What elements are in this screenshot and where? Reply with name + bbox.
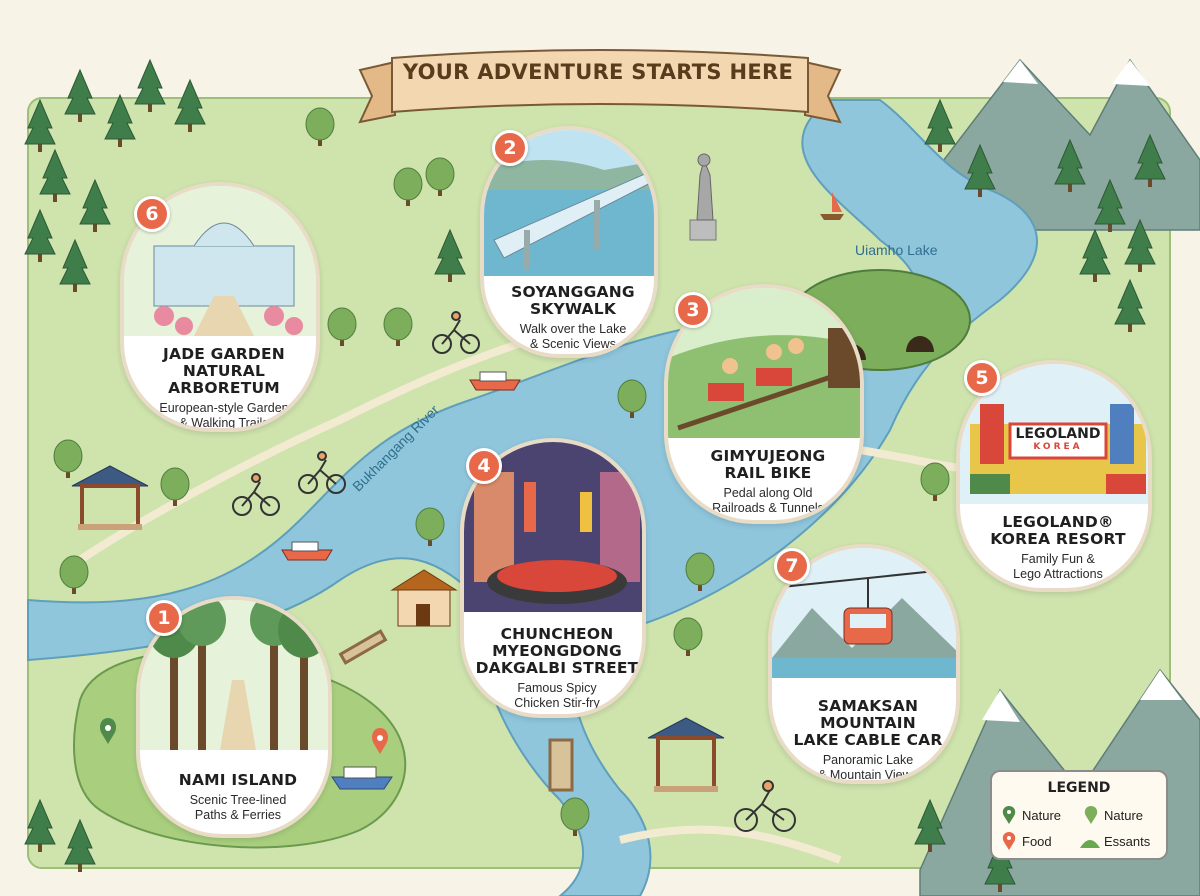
statue	[689, 153, 717, 241]
banner-title: YOUR ADVENTURE STARTS HERE	[402, 60, 794, 84]
pavilion-south	[647, 717, 725, 792]
legend: LEGEND Nature Nature Food Essants	[990, 770, 1168, 860]
attraction-label: CHUNCHEON MYEONGDONG DAKGALBI STREET Fam…	[468, 625, 642, 711]
red-pin-icon	[1002, 832, 1016, 850]
banner	[358, 49, 842, 124]
lake-label: Uiamho Lake	[855, 242, 938, 258]
attraction-label: GIMYUJEONG RAIL BIKE Pedal along Old Rai…	[676, 448, 860, 516]
attraction-number-badge: 7	[774, 548, 810, 584]
attraction-desc: Family Fun & Lego Attractions	[1013, 552, 1103, 581]
attraction-desc: Famous Spicy Chicken Stir-fry	[514, 681, 600, 710]
legend-title: LEGEND	[1047, 780, 1111, 796]
green-hill-icon	[1080, 840, 1100, 848]
attraction-number-badge: 5	[964, 360, 1000, 396]
attraction-number-badge: 4	[466, 448, 502, 484]
korea-sign: KOREA	[1033, 442, 1083, 452]
attraction-title: JADE GARDEN NATURAL ARBORETUM	[163, 345, 285, 397]
attraction-title: NAMI ISLAND	[178, 771, 298, 789]
light-green-pin-icon	[1084, 806, 1098, 824]
attraction-card-cable-car[interactable]: SAMAKSAN MOUNTAIN LAKE CABLE CAR Panoram…	[768, 544, 960, 784]
attraction-label: SOYANGGANG SKYWALK Walk over the Lake & …	[490, 283, 654, 352]
pavilion-west	[71, 465, 149, 530]
attraction-title: GIMYUJEONG RAIL BIKE	[710, 447, 826, 482]
attraction-desc: Walk over the Lake & Scenic Views	[519, 322, 627, 351]
green-pin-icon	[1002, 806, 1016, 824]
attraction-desc: Pedal along Old Railroads & Tunnels	[712, 486, 824, 515]
attraction-number-badge: 1	[146, 600, 182, 636]
attraction-title: CHUNCHEON MYEONGDONG DAKGALBI STREET	[475, 625, 639, 677]
bridges	[338, 629, 574, 792]
restaurant-building	[390, 569, 458, 627]
legend-item-label: Essants	[1104, 834, 1151, 849]
attraction-label: NAMI ISLAND Scenic Tree-lined Paths & Fe…	[148, 772, 328, 823]
cable-car-illustration	[772, 548, 956, 678]
attraction-title: SOYANGGANG SKYWALK	[511, 283, 635, 318]
attraction-desc: Scenic Tree-lined Paths & Ferries	[189, 793, 287, 822]
attraction-number-badge: 2	[492, 130, 528, 166]
skywalk-illustration	[484, 130, 654, 276]
attraction-label: LEGOLAND® KOREA RESORT Family Fun & Lego…	[968, 514, 1148, 582]
attraction-label: JADE GARDEN NATURAL ARBORETUM European-s…	[130, 345, 316, 430]
island-pins	[100, 718, 388, 754]
attraction-number-badge: 3	[675, 292, 711, 328]
legoland-sign: LEGOLAND	[1015, 426, 1101, 442]
ferry-boats	[281, 192, 844, 790]
legend-item-label: Food	[1022, 834, 1052, 849]
attraction-title: LEGOLAND® KOREA RESORT	[990, 513, 1126, 548]
attraction-label: SAMAKSAN MOUNTAIN LAKE CABLE CAR Panoram…	[778, 697, 956, 782]
attraction-title: SAMAKSAN MOUNTAIN LAKE CABLE CAR	[793, 697, 943, 749]
attraction-desc: European-style Garden & Walking Trails	[159, 401, 289, 430]
attraction-desc: Panoramic Lake & Mountain Views	[818, 753, 918, 782]
attraction-card-jade-garden[interactable]: JADE GARDEN NATURAL ARBORETUM European-s…	[120, 182, 320, 432]
attraction-number-badge: 6	[134, 196, 170, 232]
legend-item-label: Nature	[1022, 808, 1062, 823]
cyclists	[232, 311, 796, 832]
legend-item-label: Nature	[1104, 808, 1144, 823]
